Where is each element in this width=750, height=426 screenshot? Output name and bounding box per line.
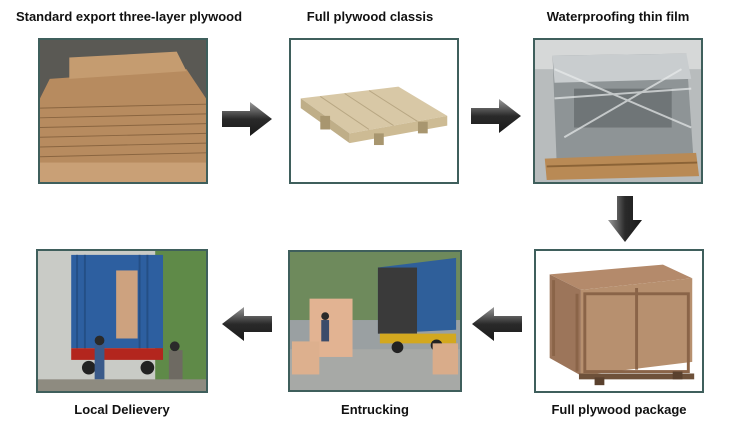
arrow-left-icon xyxy=(222,307,272,341)
step-label-package: Full plywood package xyxy=(551,402,687,417)
photo-delivery xyxy=(36,249,208,393)
step-label-delivery: Local Delievery xyxy=(74,402,170,417)
photo-package xyxy=(534,249,704,393)
photo-chassis xyxy=(289,38,459,184)
photo-plywood xyxy=(38,38,208,184)
step-label-film: Waterproofing thin film xyxy=(546,9,690,24)
photo-film xyxy=(533,38,703,184)
photo-entrucking xyxy=(288,250,462,392)
arrow-down-icon xyxy=(608,196,642,242)
step-label-chassis: Full plywood classis xyxy=(306,9,434,24)
arrow-right-icon xyxy=(471,99,521,133)
arrow-left-icon xyxy=(472,307,522,341)
arrow-right-icon xyxy=(222,102,272,136)
step-label-entrucking: Entrucking xyxy=(341,402,409,417)
step-label-plywood: Standard export three-layer plywood xyxy=(15,9,243,24)
